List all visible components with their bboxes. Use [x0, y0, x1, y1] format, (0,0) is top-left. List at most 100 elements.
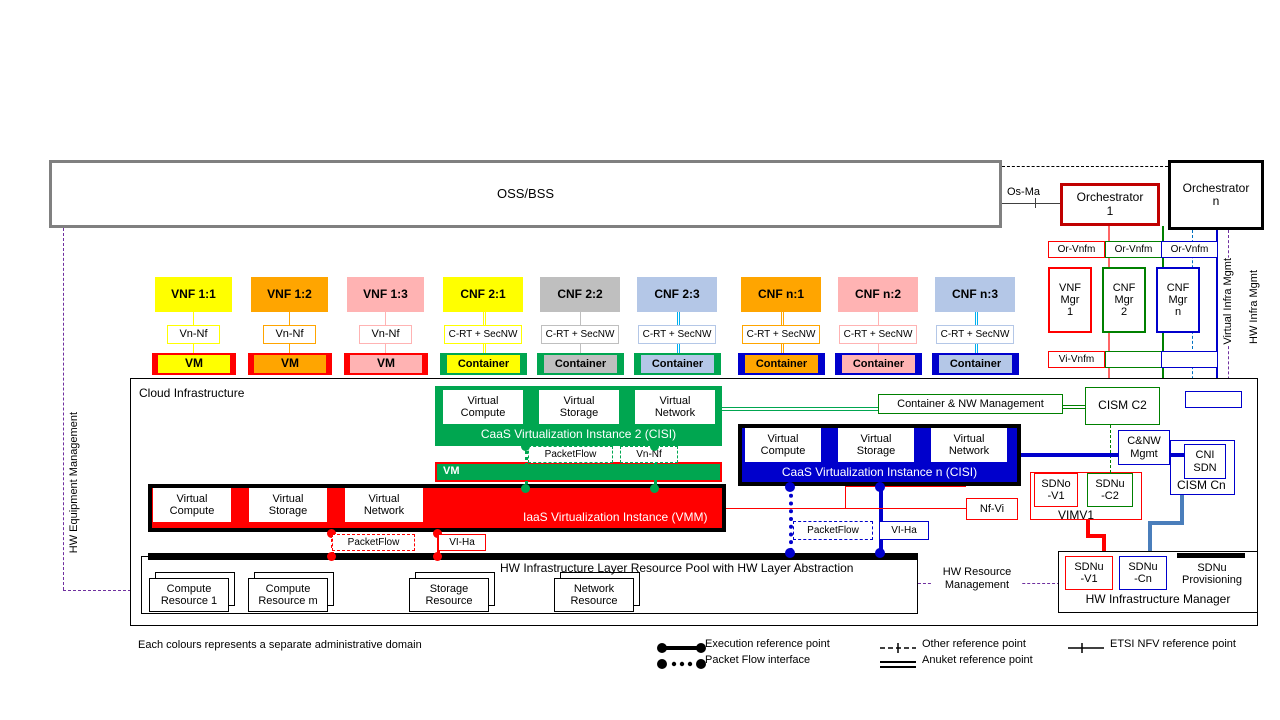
caas2-resource-0[interactable]: Virtual Compute: [443, 390, 523, 424]
iaas-resource-1[interactable]: Virtual Storage: [249, 488, 327, 522]
cnf-mgr-n-box[interactable]: CNF Mgr n: [1156, 267, 1200, 333]
caas2-vnnf-rp[interactable]: Vn-Nf: [620, 446, 678, 463]
function-box-2[interactable]: VNF 1:3: [347, 277, 424, 312]
function-rp-1[interactable]: Vn-Nf: [263, 325, 316, 344]
function-box-1[interactable]: VNF 1:2: [251, 277, 328, 312]
caasn-viha-rp[interactable]: VI-Ha: [879, 521, 929, 540]
sdnu-cn-box[interactable]: SDNu -Cn: [1119, 556, 1167, 590]
hw-infra-mgmt-label: HW Infra Mgmt: [1248, 270, 1260, 344]
function-unit-7[interactable]: Container: [842, 355, 915, 373]
vi-vnfm-n-empty[interactable]: [1161, 351, 1218, 368]
legend-etsi-icon: [1068, 640, 1104, 653]
vimv1-down-line2: [1102, 534, 1106, 556]
caas2-vm-strip[interactable]: [435, 462, 722, 482]
function-rp-0[interactable]: Vn-Nf: [167, 325, 220, 344]
caas2-packetflow-dot-top: [521, 442, 530, 451]
function-unit-2[interactable]: VM: [350, 355, 422, 373]
vi-vnfm-2-empty[interactable]: [1105, 351, 1162, 368]
iaas-box[interactable]: [148, 484, 726, 532]
vnf-mgr-1-box[interactable]: VNF Mgr 1: [1048, 267, 1092, 333]
function-rp-6[interactable]: C-RT + SecNW: [742, 325, 820, 344]
caas2-resource-1[interactable]: Virtual Storage: [539, 390, 619, 424]
function-unit-3[interactable]: Container: [447, 355, 520, 373]
vi-vnfm-1[interactable]: Vi-Vnfm: [1048, 351, 1105, 368]
hw-resource-2[interactable]: Storage Resource: [409, 578, 489, 612]
sdnu-v1-box[interactable]: SDNu -V1: [1065, 556, 1113, 590]
caas2-vnnf-dot-top: [650, 442, 659, 451]
vnf-mgr-1-line3: 1: [1066, 306, 1074, 319]
nf-vi-rp[interactable]: Nf-Vi: [966, 498, 1018, 520]
vimv1-label: VIMV1: [1058, 508, 1095, 522]
hw-resource-1[interactable]: Compute Resource m: [248, 578, 328, 612]
function-unit-5[interactable]: Container: [641, 355, 714, 373]
cnw-mgmt-box[interactable]: C&NW Mgmt: [1118, 430, 1170, 465]
cnf-mgr-2-box[interactable]: CNF Mgr 2: [1102, 267, 1146, 333]
caas2-packetflow-rp[interactable]: PacketFlow: [528, 446, 613, 463]
iaas-packetflow-rp[interactable]: PacketFlow: [332, 534, 415, 551]
function-rp-5[interactable]: C-RT + SecNW: [638, 325, 716, 344]
oss-bss-box[interactable]: OSS/BSS: [49, 160, 1002, 228]
hw-infrastructure-manager-label: HW Infrastructure Manager: [1085, 592, 1231, 607]
caas2-to-cnw-line: [715, 407, 880, 411]
function-unit-0[interactable]: VM: [158, 355, 230, 373]
orchestrator-n-box[interactable]: Orchestrator n: [1168, 160, 1264, 230]
caas2-res2-label: Virtual Network: [654, 394, 696, 419]
caas2-resource-2[interactable]: Virtual Network: [635, 390, 715, 424]
container-nw-mgmt-label: Container & NW Management: [897, 397, 1044, 410]
or-vnfm-1[interactable]: Or-Vnfm: [1048, 241, 1105, 258]
or-vnfm-n[interactable]: Or-Vnfm: [1161, 241, 1218, 258]
cni-sdn-box[interactable]: CNI SDN: [1184, 444, 1226, 479]
function-box-0[interactable]: VNF 1:1: [155, 277, 232, 312]
function-rp-2[interactable]: Vn-Nf: [359, 325, 412, 344]
caasn-resource-2[interactable]: Virtual Network: [931, 428, 1007, 462]
function-unit-1[interactable]: VM: [254, 355, 326, 373]
hw-resource-0[interactable]: Compute Resource 1: [149, 578, 229, 612]
container-nw-management-box[interactable]: Container & NW Management: [878, 394, 1063, 414]
iaas-resource-0[interactable]: Virtual Compute: [153, 488, 231, 522]
iaas-resource-2[interactable]: Virtual Network: [345, 488, 423, 522]
function-box-7[interactable]: CNF n:2: [838, 277, 918, 312]
function-unit-label-3: Container: [457, 357, 510, 370]
iaas-viha-rp[interactable]: VI-Ha: [438, 534, 486, 551]
function-unit-4[interactable]: Container: [544, 355, 617, 373]
function-rp-4[interactable]: C-RT + SecNW: [541, 325, 619, 344]
os-ma-label: Os-Ma: [1006, 186, 1041, 198]
caasn-packetflow-rp[interactable]: PacketFlow: [793, 521, 873, 540]
cismcn-jog-line: [1148, 521, 1184, 525]
caasn-resource-1[interactable]: Virtual Storage: [838, 428, 914, 462]
function-unit-8[interactable]: Container: [939, 355, 1012, 373]
sdnu-provisioning-box[interactable]: SDNu Provisioning: [1177, 558, 1247, 590]
function-label-0: VNF 1:1: [171, 286, 216, 301]
hw-pool-topbar: [148, 553, 918, 560]
iaas-res2-label: Virtual Network: [363, 492, 405, 517]
legend-other-icon: [880, 640, 916, 653]
caas2-packetflow-line: [525, 446, 528, 490]
hw-resource-mgmt-label: HW Resource Management: [932, 566, 1022, 593]
or-vnfm-2[interactable]: Or-Vnfm: [1105, 241, 1162, 258]
caas2-res0-label: Virtual Compute: [460, 394, 506, 419]
function-unit-6[interactable]: Container: [745, 355, 818, 373]
sdnu-c2-box[interactable]: SDNu -C2: [1087, 473, 1133, 507]
function-rp-7[interactable]: C-RT + SecNW: [839, 325, 917, 344]
function-unit-label-0: VM: [185, 356, 203, 371]
os-ma-tick: [1035, 198, 1036, 208]
function-rp-3[interactable]: C-RT + SecNW: [444, 325, 522, 344]
function-box-8[interactable]: CNF n:3: [935, 277, 1015, 312]
cism-c2-box[interactable]: CISM C2: [1085, 387, 1160, 425]
orchestrator-1-line2: 1: [1106, 203, 1114, 218]
function-box-5[interactable]: CNF 2:3: [637, 277, 717, 312]
function-box-4[interactable]: CNF 2:2: [540, 277, 620, 312]
cism-c2-to-cnw-line: [1063, 405, 1087, 409]
cnf-mgr-n-line1: CNF: [1166, 281, 1190, 294]
function-label-5: CNF 2:3: [654, 286, 700, 301]
function-rp-8[interactable]: C-RT + SecNW: [936, 325, 1014, 344]
function-box-6[interactable]: CNF n:1: [741, 277, 821, 312]
cism-cn-label: CISM Cn: [1177, 478, 1226, 492]
hw-resource-3[interactable]: Network Resource: [554, 578, 634, 612]
caasn-resource-0[interactable]: Virtual Compute: [745, 428, 821, 462]
vi-vnfm-n-empty-2[interactable]: [1185, 391, 1242, 408]
sdno-v1-box[interactable]: SDNo -V1: [1034, 473, 1078, 507]
function-box-3[interactable]: CNF 2:1: [443, 277, 523, 312]
function-label-1: VNF 1:2: [267, 286, 312, 301]
orchestrator-1-box[interactable]: Orchestrator 1: [1060, 183, 1160, 226]
